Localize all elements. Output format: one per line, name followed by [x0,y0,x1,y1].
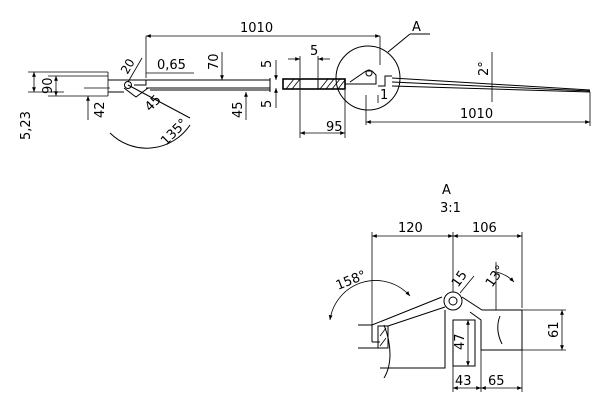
dim-5-23: 5,23 [19,111,34,140]
dim-135-angle: 135° [158,116,191,149]
dim-15: 15 [449,268,471,290]
detail-dimensions: 120 106 158° 15 13° 61 47 [328,221,566,392]
dim-2-degree: 2° [477,61,492,76]
dim-43: 43 [455,374,472,389]
detail-view-a: A 3:1 120 [328,183,566,392]
detail-scale: 3:1 [440,201,461,216]
main-view: A 1010 1010 20 0,65 70 [19,20,591,149]
dim-1010-top: 1010 [240,21,273,36]
right-hinge: A [335,20,591,125]
hatched-block [282,78,362,90]
dim-13-degree: 13° [483,263,509,290]
dim-5-top: 5 [310,44,318,59]
dim-5-low: 5 [260,100,275,108]
dim-61: 61 [547,321,562,338]
dim-158-degree: 158° [334,268,369,294]
main-plate [146,78,271,92]
dim-1010-bottom: 1010 [460,107,493,122]
dim-0-65: 0,65 [157,58,186,73]
dim-70: 70 [207,53,222,70]
detail-title: A [442,183,451,198]
dim-95: 95 [326,120,343,135]
dim-47: 47 [453,333,468,350]
detail-geometry [358,291,523,379]
callout-label: A [412,20,421,35]
dim-20: 20 [118,56,138,76]
main-dimensions: 1010 1010 20 0,65 70 5 5 [19,21,591,149]
dim-65: 65 [488,374,505,389]
dim-5-mid: 5 [260,60,275,68]
dim-106: 106 [472,221,497,236]
dim-120: 120 [398,221,423,236]
dim-45-vertical: 45 [231,101,246,118]
detail-callout-circle [335,45,401,111]
left-hinge [107,72,191,149]
dim-1: 1 [380,88,388,103]
dim-90: 90 [41,77,56,94]
dim-45-angle: 45 [142,93,164,115]
dim-42: 42 [93,101,108,118]
